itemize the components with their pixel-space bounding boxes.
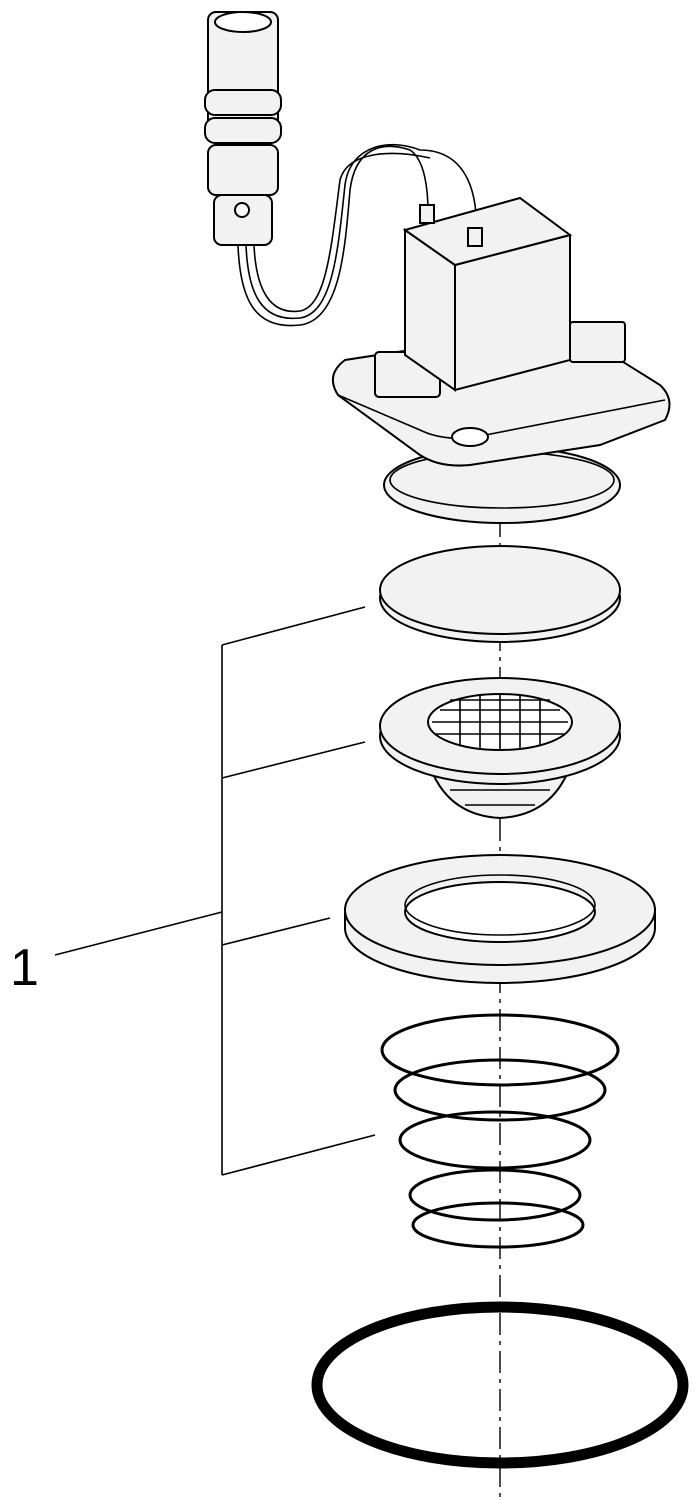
o-ring <box>311 1301 689 1469</box>
flat-washer <box>344 854 656 984</box>
callout-bracket <box>54 606 376 1176</box>
sealing-disc <box>379 545 621 643</box>
compression-spring <box>380 1013 620 1249</box>
cable-wires <box>237 143 478 327</box>
callout-label-1: 1 <box>10 939 39 997</box>
solenoid-housing <box>402 196 573 392</box>
connector-plug <box>204 11 282 246</box>
filter-screen <box>379 677 621 820</box>
